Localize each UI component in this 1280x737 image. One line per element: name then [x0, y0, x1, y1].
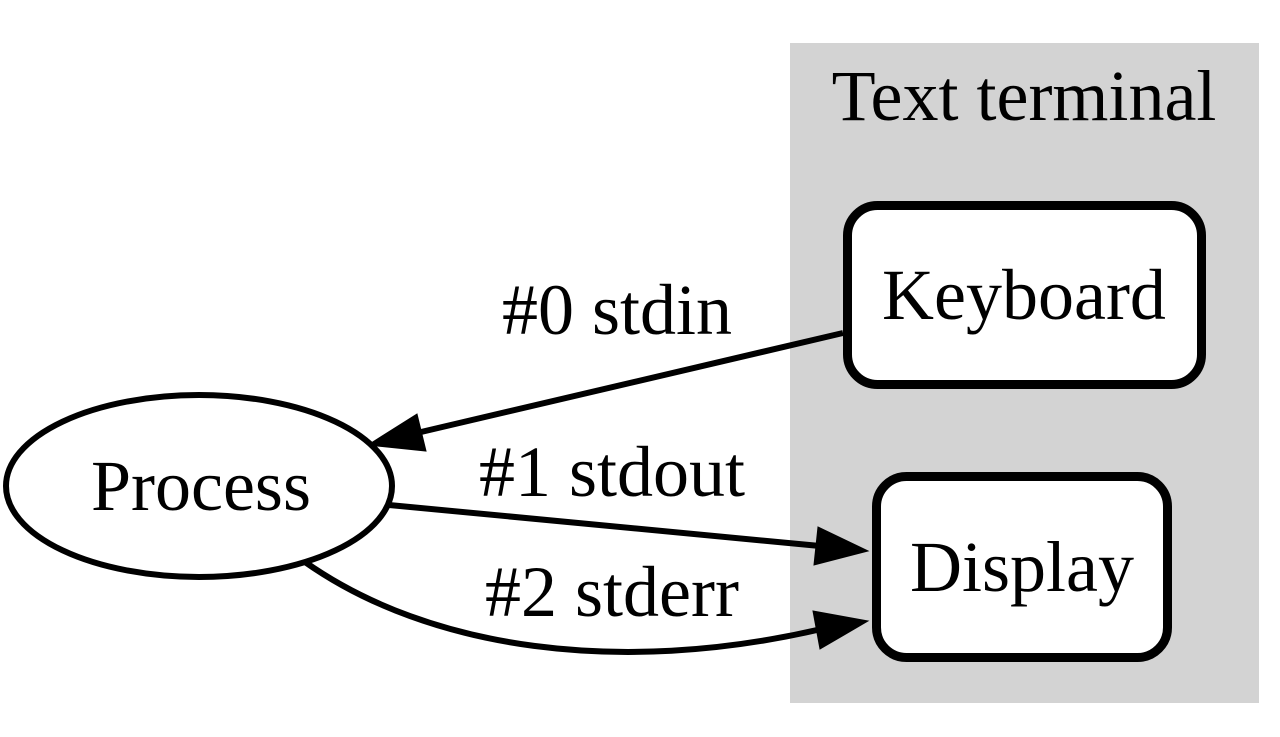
stdin-arrowhead-icon [366, 413, 427, 452]
stdin-edge-label: #0 stdin [502, 270, 732, 350]
process-node [3, 392, 395, 580]
stdin-edge-line [420, 330, 844, 435]
display-node [872, 472, 1172, 662]
keyboard-node-label: Keyboard [882, 255, 1166, 335]
stdout-arrowhead-icon [813, 526, 870, 566]
keyboard-node [843, 201, 1206, 389]
text-terminal-group-label: Text terminal [832, 56, 1217, 136]
stdout-edge-line [388, 502, 821, 549]
stdout-edge-label: #1 stdout [479, 432, 745, 512]
stderr-edge-label: #2 stderr [485, 552, 739, 632]
stderr-arrowhead-icon [812, 610, 870, 650]
stderr-edge-line [303, 559, 818, 655]
process-node-label: Process [91, 446, 311, 526]
display-node-label: Display [910, 527, 1134, 607]
